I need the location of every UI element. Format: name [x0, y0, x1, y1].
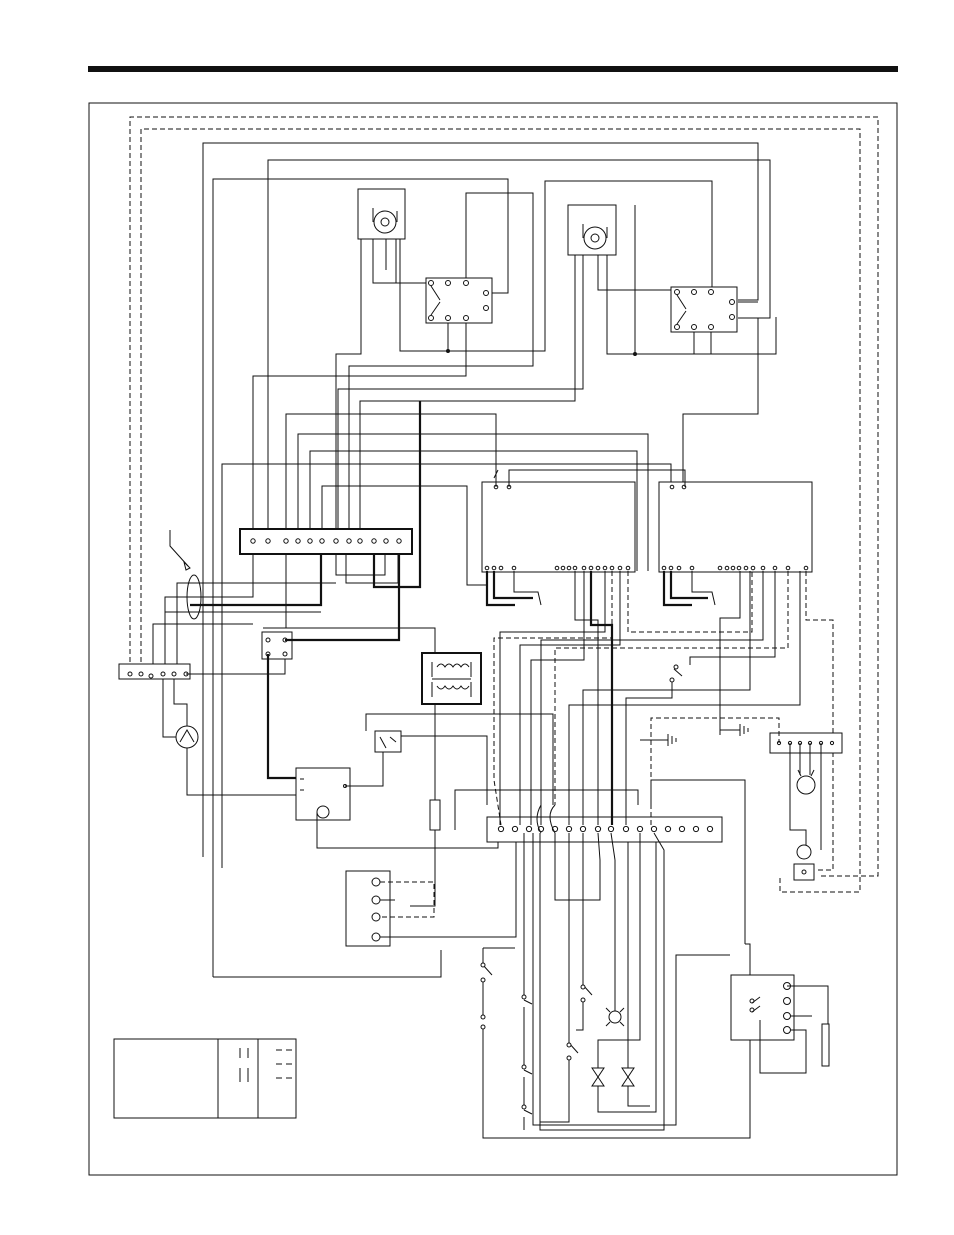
- board1-to-strip-wires: [494, 571, 752, 825]
- main-terminal-strip: [487, 817, 722, 842]
- inducer-motor-2: [568, 205, 616, 255]
- relay-2: [671, 287, 737, 332]
- aux-switch: [626, 665, 682, 825]
- relay-1: [426, 278, 492, 323]
- ground-symbol-1: [640, 734, 676, 746]
- field-switch-2: [522, 833, 532, 1130]
- blower-motor: [296, 742, 498, 848]
- control-board-2: [659, 482, 812, 572]
- gas-valve-2: [622, 842, 650, 1106]
- control-board-1: [482, 482, 635, 572]
- inducer-motor-1: [358, 189, 405, 239]
- field-switch-3: [576, 833, 592, 1030]
- igniter-terminal-block: [651, 718, 842, 880]
- resistor: [410, 704, 440, 906]
- board-connector-stubs: [487, 571, 715, 605]
- indicator-lamp: [606, 833, 624, 1026]
- legend-table: [114, 1039, 296, 1118]
- limit-switch: [366, 714, 553, 805]
- power-junction: [119, 655, 285, 679]
- ignition-module: [731, 975, 829, 1073]
- field-switch-4: [540, 833, 578, 1122]
- header-rule: [88, 66, 898, 72]
- ground-symbol-2: [720, 724, 748, 736]
- upper-wiring: [165, 181, 776, 670]
- pressure-switch-block: [346, 833, 516, 946]
- low-voltage-terminal-strip: [240, 529, 412, 554]
